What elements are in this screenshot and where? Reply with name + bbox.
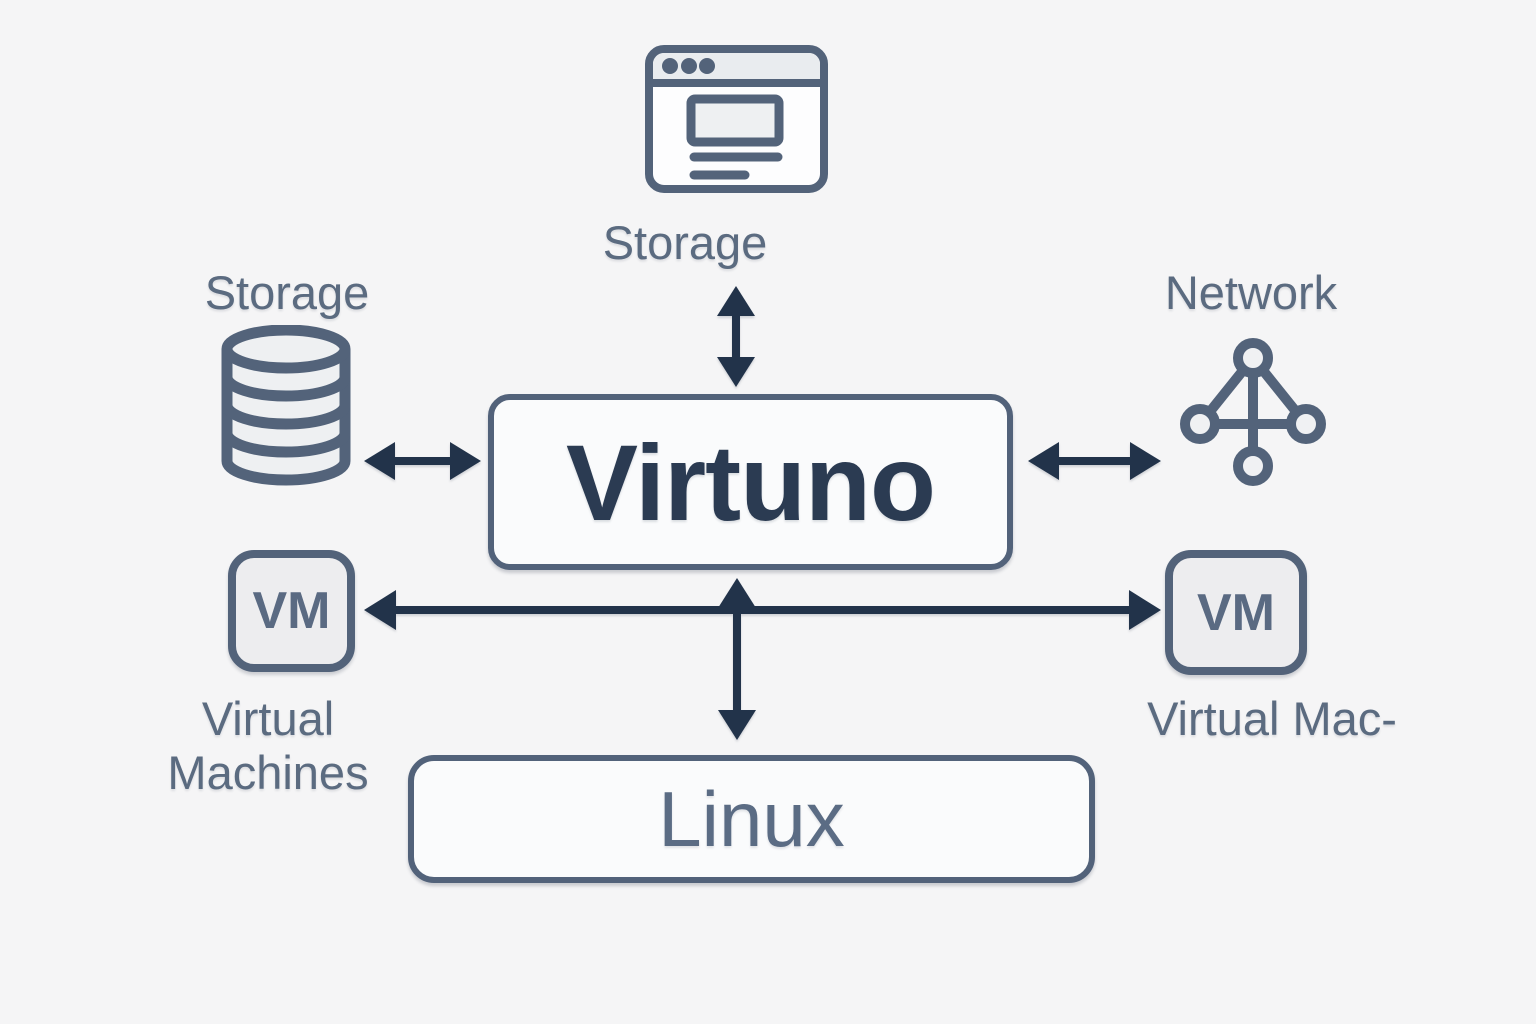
- vm-left-label-line1: Virtual: [201, 692, 335, 745]
- vm-left-badge: VM: [252, 582, 331, 640]
- edge-vm-left-vm-right: [364, 590, 1161, 630]
- edge-storage-top-virtuno: [717, 286, 755, 387]
- vm-left-label: Virtual Machines: [108, 692, 428, 800]
- vm-left-label-line2: Machines: [167, 746, 369, 799]
- storage-left-label: Storage: [204, 266, 370, 319]
- edge-virtuno-network: [1028, 442, 1161, 480]
- edge-storage-left-virtuno: [364, 442, 481, 480]
- linux-box: Linux: [408, 755, 1095, 883]
- edge-virtuno-linux: [718, 578, 756, 740]
- linux-label: Linux: [658, 774, 845, 863]
- browser-window-icon: [645, 45, 828, 193]
- virtuno-box: Virtuno: [488, 394, 1013, 570]
- storage-top-label: Storage: [602, 216, 768, 269]
- virtuno-label: Virtuno: [566, 421, 936, 543]
- vm-right-label: Virtual Mac-: [1147, 692, 1397, 745]
- vm-left-box: VM: [228, 550, 355, 672]
- database-icon: [221, 325, 351, 486]
- network-nodes-icon: [1180, 338, 1326, 486]
- vm-right-badge: VM: [1197, 583, 1275, 642]
- network-label: Network: [1164, 266, 1338, 319]
- vm-right-box: VM: [1165, 550, 1307, 675]
